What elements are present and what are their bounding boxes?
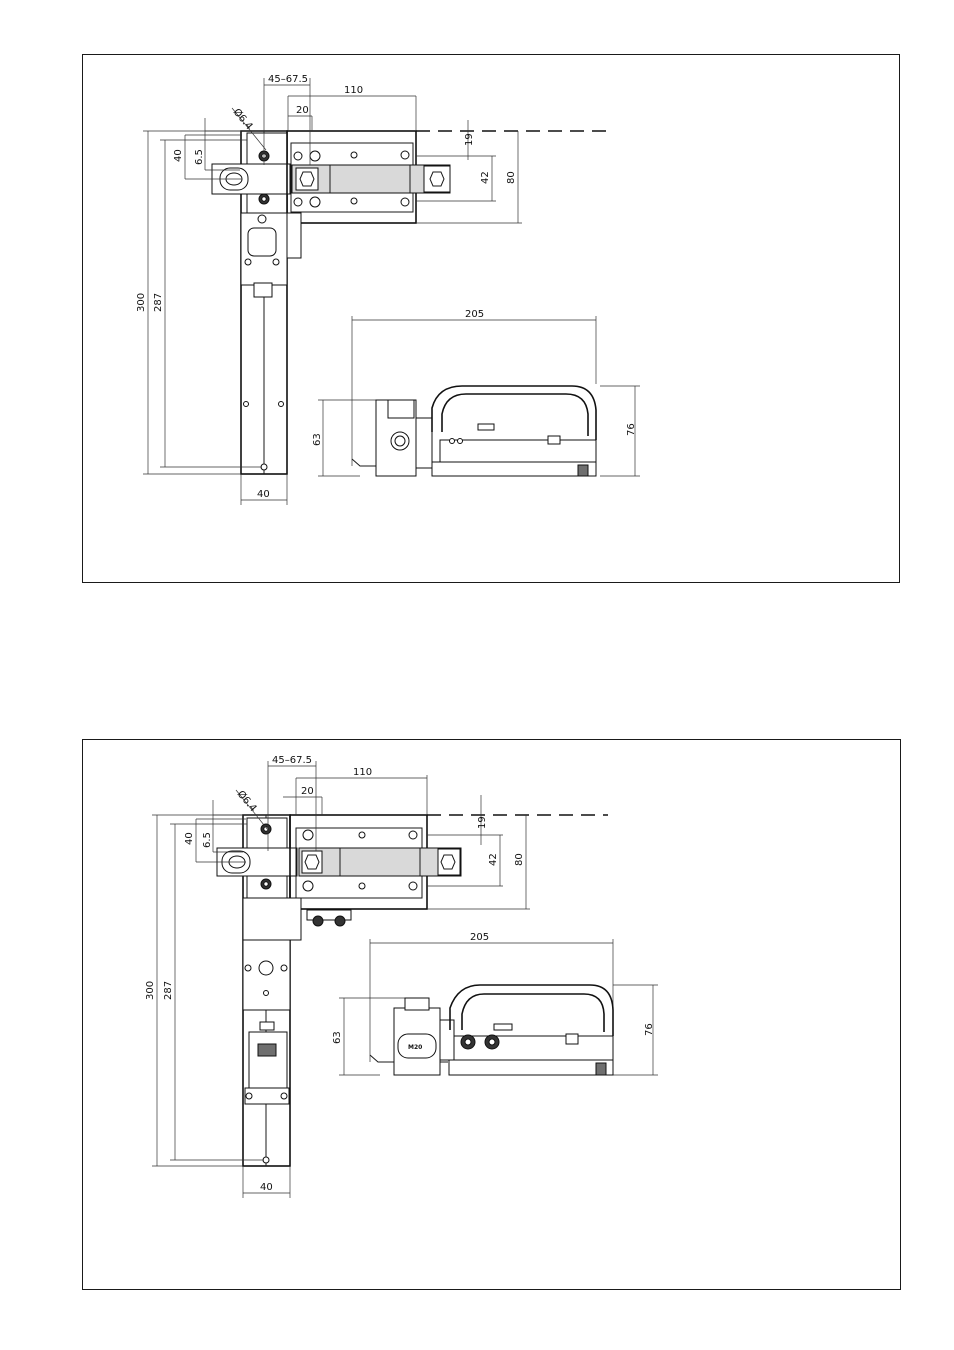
dim-40-top: 40 bbox=[173, 149, 184, 162]
side-view: M20 bbox=[339, 939, 658, 1075]
dim-63: 63 bbox=[312, 433, 323, 446]
dimension-labels: 45–67.5 110 20 Ø6.4 40 6.5 19 42 80 300 … bbox=[145, 755, 655, 1193]
m20-label: M20 bbox=[408, 1044, 422, 1051]
dim-6-5: 6.5 bbox=[194, 149, 205, 165]
dim-40-bottom: 40 bbox=[257, 489, 270, 500]
dim-42: 42 bbox=[488, 853, 499, 866]
dim-110: 110 bbox=[353, 767, 372, 778]
dim-42: 42 bbox=[480, 171, 491, 184]
dim-45-67-5: 45–67.5 bbox=[268, 74, 308, 85]
dim-63: 63 bbox=[332, 1031, 343, 1044]
dim-287: 287 bbox=[153, 293, 164, 312]
dim-45-67-5: 45–67.5 bbox=[272, 755, 312, 766]
side-view bbox=[318, 316, 640, 476]
dim-287: 287 bbox=[163, 981, 174, 1000]
dim-6-5: 6.5 bbox=[202, 832, 213, 848]
dim-76: 76 bbox=[626, 423, 637, 436]
dim-80: 80 bbox=[506, 171, 517, 184]
dim-300: 300 bbox=[145, 981, 156, 1000]
top-drawing: 45–67.5 110 20 Ø6.4 40 6.5 19 42 80 300 … bbox=[136, 74, 640, 505]
dim-phi-6-4: Ø6.4 bbox=[231, 106, 255, 132]
dim-76: 76 bbox=[644, 1023, 655, 1036]
dim-20: 20 bbox=[301, 786, 314, 797]
bolt bbox=[299, 848, 461, 876]
dim-300: 300 bbox=[136, 293, 147, 312]
bottom-drawing: M20 45–67.5 110 20 Ø6.4 40 6.5 19 42 80 bbox=[145, 755, 658, 1198]
dim-19: 19 bbox=[477, 816, 488, 829]
dimension-lines bbox=[152, 761, 530, 1198]
dim-40-top: 40 bbox=[184, 832, 195, 845]
dim-19: 19 bbox=[464, 133, 475, 146]
dim-110: 110 bbox=[344, 85, 363, 96]
cable-gland bbox=[249, 1032, 287, 1090]
dim-205: 205 bbox=[470, 932, 489, 943]
dim-phi-6-4: Ø6.4 bbox=[235, 788, 259, 814]
switch-head bbox=[243, 898, 301, 940]
dim-80: 80 bbox=[514, 853, 525, 866]
dim-205: 205 bbox=[465, 309, 484, 320]
dim-40-bottom: 40 bbox=[260, 1182, 273, 1193]
dim-20: 20 bbox=[296, 105, 309, 116]
